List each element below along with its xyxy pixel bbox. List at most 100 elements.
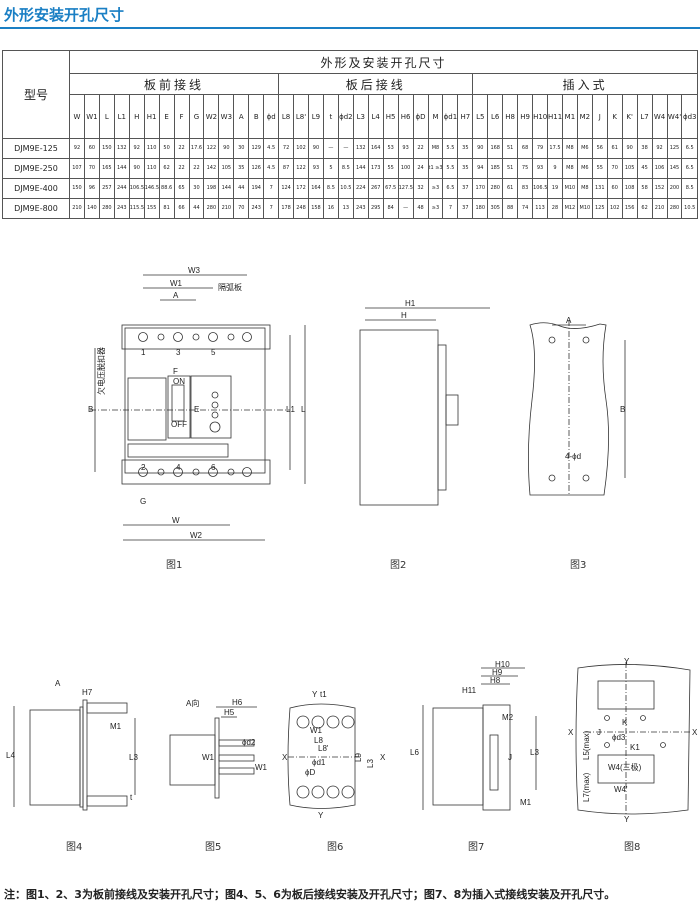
dimension-label: J xyxy=(508,753,512,762)
value-cell: 170 xyxy=(472,178,489,199)
terminal-hole xyxy=(326,785,340,799)
dimension-label: A xyxy=(173,291,179,300)
value-cell: 7 xyxy=(442,198,459,219)
terminal-hole xyxy=(227,333,235,341)
dimension-label: W xyxy=(172,516,180,525)
column-header: L6 xyxy=(487,94,504,139)
terminal-hole xyxy=(208,332,218,342)
figure-8-caption: 图8 xyxy=(624,842,641,853)
value-cell: — xyxy=(337,138,354,159)
dimension-label: L7(max) xyxy=(582,772,591,802)
figure-1-caption: 图1 xyxy=(166,560,183,571)
value-cell: 180 xyxy=(472,198,489,219)
dimension-label: W1 xyxy=(202,753,215,762)
value-cell: M12 xyxy=(561,198,578,219)
column-header: L8' xyxy=(293,94,309,139)
dimension-label: Y xyxy=(624,815,630,824)
figure-6-caption: 图6 xyxy=(327,842,344,853)
value-cell: 200 xyxy=(666,178,683,199)
figure-8-plugin-cutout xyxy=(575,662,691,815)
figure-2-caption: 图2 xyxy=(390,560,407,571)
value-cell: 6.5 xyxy=(681,138,698,159)
column-header: B xyxy=(248,94,265,139)
value-cell: 62 xyxy=(636,198,653,219)
dimension-label: t xyxy=(130,793,133,802)
value-cell: 13 xyxy=(337,198,354,219)
value-cell: 280 xyxy=(487,178,504,199)
terminal-hole xyxy=(311,715,325,729)
value-cell: 48 xyxy=(412,198,429,219)
dimension-label: OFF xyxy=(171,420,187,429)
value-cell: 7 xyxy=(263,198,280,219)
column-header: L8 xyxy=(278,94,295,139)
value-cell: 90 xyxy=(308,138,324,159)
terminal-hole xyxy=(192,333,200,341)
dimension-label: M1 xyxy=(110,722,122,731)
figure-4-caption: 图4 xyxy=(66,842,83,853)
super-header: 外形及安装开孔尺寸 xyxy=(69,50,698,74)
terminal-hole xyxy=(208,467,218,477)
value-cell: ≥3 xyxy=(427,198,444,219)
dimension-label: M1 xyxy=(520,798,532,807)
dimension-label: X xyxy=(568,728,574,737)
value-cell: 248 xyxy=(293,198,309,219)
terminal-hole xyxy=(192,468,200,476)
dimension-label: L xyxy=(301,405,306,414)
figure-4-rear-drawing xyxy=(13,699,136,811)
value-cell: 8.5 xyxy=(337,158,354,179)
terminal-hole xyxy=(173,467,183,477)
dimension-label: ϕd2 xyxy=(242,738,256,747)
dimension-label: H8 xyxy=(490,676,501,685)
dimension-label: L6 xyxy=(410,748,419,757)
dimension-label: 6 xyxy=(211,463,216,472)
value-cell: ≥3 xyxy=(427,178,444,199)
dimension-label: W2 xyxy=(190,531,203,540)
terminal-hole xyxy=(341,785,355,799)
terminal-hole xyxy=(173,332,183,342)
value-cell: 81 xyxy=(158,198,175,219)
figure-5-caption: 图5 xyxy=(205,842,222,853)
figure-7-caption: 图7 xyxy=(468,842,485,853)
value-cell: 35 xyxy=(457,158,474,179)
dimension-label: 1 xyxy=(141,348,146,357)
dimension-label: L8 xyxy=(314,736,323,745)
value-cell: 37 xyxy=(457,198,474,219)
figure-3-cutout-drawing xyxy=(528,320,626,496)
value-cell: 8.5 xyxy=(322,178,339,199)
terminal-hole xyxy=(242,332,252,342)
dimension-label: L3 xyxy=(129,753,138,762)
terminal-hole xyxy=(227,468,235,476)
figure-5-rear-drawing xyxy=(169,706,257,799)
dimension-label: W4(三极) xyxy=(608,762,642,772)
terminal-hole xyxy=(242,467,252,477)
value-cell: 16 xyxy=(322,198,339,219)
value-cell: 93 xyxy=(397,138,414,159)
terminal-hole xyxy=(326,715,340,729)
dimension-label: L5(max) xyxy=(582,730,591,760)
value-cell: 8.5 xyxy=(681,178,698,199)
terminal-hole xyxy=(157,333,165,341)
dimension-label: H xyxy=(401,311,407,320)
dimension-label: E xyxy=(194,405,199,414)
dimension-label: H7 xyxy=(82,688,93,697)
dimension-label: 5 xyxy=(211,348,216,357)
dimension-label: t1 xyxy=(320,690,327,699)
dimension-label: X xyxy=(692,728,698,737)
value-cell: 7 xyxy=(263,178,280,199)
dimension-label: W1 xyxy=(310,726,323,735)
dimension-label: W1 xyxy=(170,279,183,288)
dimension-label: B xyxy=(88,405,93,414)
title-divider xyxy=(0,27,700,29)
value-cell: — xyxy=(397,198,414,219)
dimension-label: K1 xyxy=(630,743,640,752)
dimension-label: 欠电压脱扣器 xyxy=(96,347,106,395)
dimension-label: 2 xyxy=(141,463,146,472)
terminal-hole xyxy=(341,715,355,729)
dimension-label: L4 xyxy=(6,751,15,760)
value-cell: 168 xyxy=(487,138,504,159)
value-cell: 127.5 xyxy=(397,178,414,199)
dimension-label: X xyxy=(380,753,386,762)
dimension-label: Y xyxy=(318,811,324,820)
